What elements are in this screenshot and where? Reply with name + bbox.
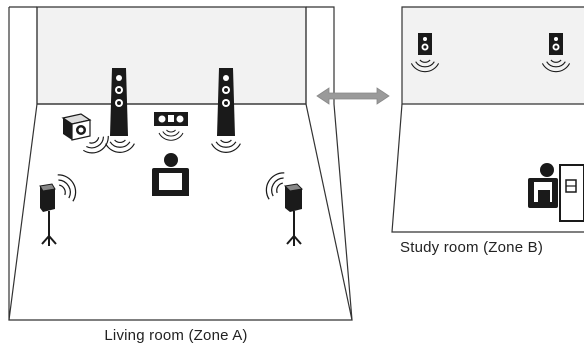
center-speaker-icon [154, 112, 188, 141]
subwoofer-icon [61, 113, 114, 159]
double-arrow-icon [316, 87, 390, 105]
zone-b-right-speaker-icon [541, 33, 571, 73]
surround-right-speaker-icon [260, 167, 304, 246]
surround-left-speaker-icon [39, 169, 82, 246]
study-room-label: Study room (Zone B) [400, 239, 544, 256]
front-right-speaker-icon [211, 68, 241, 153]
living-room [8, 6, 353, 321]
front-left-speaker-icon [105, 68, 135, 153]
desk-person-icon [528, 163, 584, 222]
study-room-back-wall [402, 7, 584, 104]
zone-b-left-speaker-icon [410, 33, 440, 73]
listener-icon [152, 153, 189, 196]
study-room-outline [391, 103, 584, 233]
living-room-back-wall [37, 7, 306, 104]
living-room-outline [8, 7, 353, 321]
study-room [391, 6, 584, 233]
living-room-label: Living room (Zone A) [104, 327, 248, 344]
